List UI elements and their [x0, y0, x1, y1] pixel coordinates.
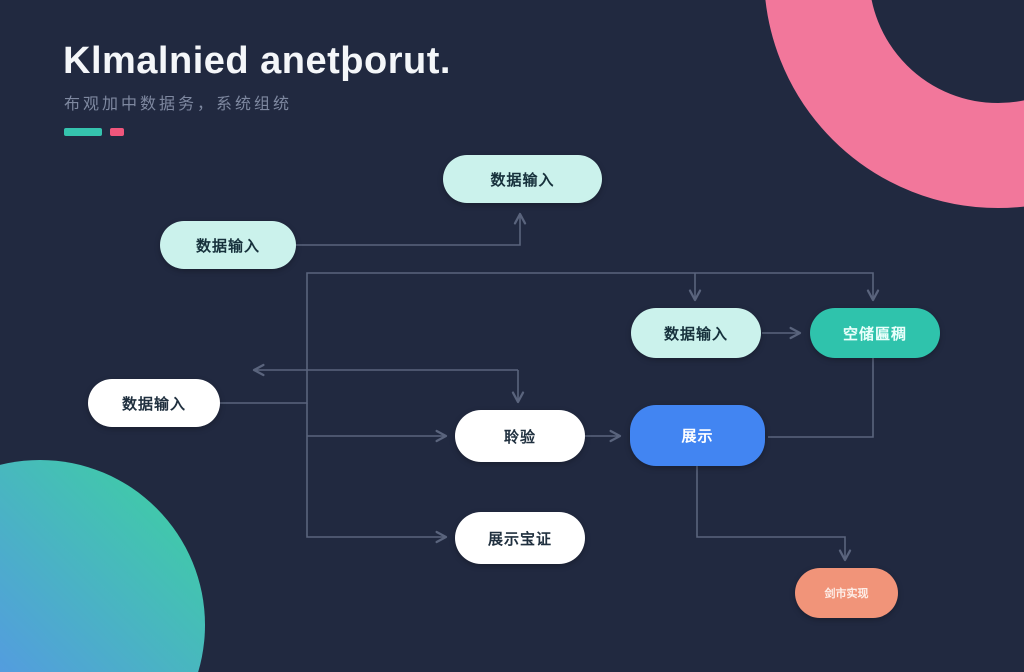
- flow-node-data-input-white: 数据输入: [88, 379, 220, 427]
- connector-branch-to-display-check: [306, 403, 448, 544]
- flow-node-display-verify: 展示宝证: [455, 512, 585, 564]
- flow-node-display: 展示: [630, 405, 765, 466]
- connector-white-input-to-teal: [220, 272, 880, 404]
- flow-node-data-input-mid: 数据输入: [631, 308, 761, 358]
- accent-bar-pink: [110, 128, 124, 136]
- flow-node-storage: 空储匾稠: [810, 308, 940, 358]
- connector-teal-to-display: [768, 358, 874, 438]
- flow-node-result: 剑市实现: [795, 568, 898, 618]
- flow-node-verify: 聆验: [455, 410, 585, 462]
- page-title: Klmalnied anetþorut.: [63, 40, 451, 82]
- page-subtitle: 布观加中数据务，系统组统: [64, 96, 293, 113]
- accent-bar-teal: [64, 128, 102, 136]
- flow-node-data-input-left: 数据输入: [160, 221, 296, 269]
- connector-input2-to-input-top: [296, 212, 527, 246]
- connector-display-to-orange: [696, 466, 852, 562]
- flow-node-data-input-top: 数据输入: [443, 155, 602, 203]
